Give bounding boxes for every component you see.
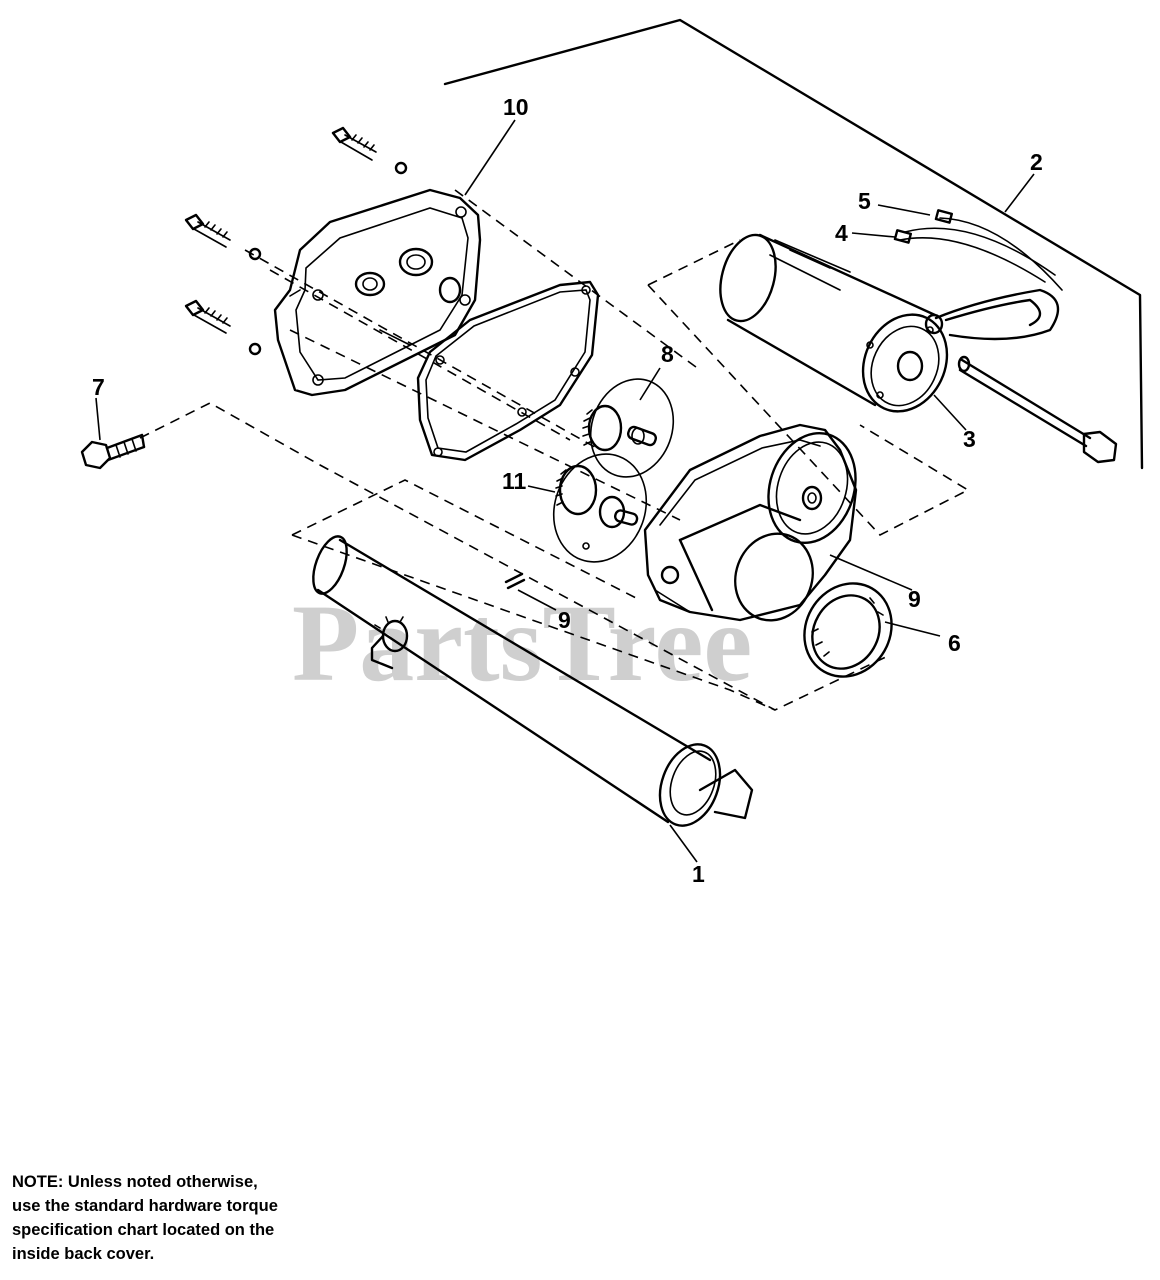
callout-labels: 10 2 5 4 8 11 9 9 6 3 7 1 <box>92 94 1043 887</box>
motor-3 <box>719 233 949 413</box>
gear-cover-10 <box>273 188 482 397</box>
callout-10: 10 <box>503 94 529 120</box>
note-line-4: inside back cover. <box>12 1245 155 1263</box>
gear-8 <box>582 378 675 478</box>
roll-pin-9 <box>504 572 526 590</box>
gasket <box>416 280 600 462</box>
bearing-ring-6 <box>803 582 893 678</box>
callout-5: 5 <box>858 188 871 214</box>
cover-screw-bottom <box>184 299 262 356</box>
callout-8: 8 <box>661 341 674 367</box>
callout-2: 2 <box>1030 149 1043 175</box>
callout-leaders <box>95 119 1035 863</box>
gear-housing <box>643 423 858 622</box>
callout-7: 7 <box>92 374 105 400</box>
cover-screw-top <box>331 126 408 175</box>
note-line-2: use the standard hardware torque <box>12 1197 278 1215</box>
alignment-guides <box>139 189 970 711</box>
cover-screw-middle <box>184 213 262 261</box>
callout-4: 4 <box>835 220 848 246</box>
torque-note: NOTE: Unless noted otherwise, use the st… <box>12 1170 372 1266</box>
callout-9-housing: 9 <box>908 586 921 612</box>
through-bolt <box>957 355 1118 464</box>
motor-leads <box>893 209 1063 341</box>
callout-11: 11 <box>502 468 527 494</box>
callout-1: 1 <box>692 861 705 887</box>
motor-assembly-bracket <box>443 18 1144 470</box>
callout-9-pin: 9 <box>558 607 571 633</box>
gear-11 <box>552 453 648 563</box>
callout-6: 6 <box>948 630 961 656</box>
callout-3: 3 <box>963 426 976 452</box>
watermark-text: PartsTree <box>292 582 752 704</box>
note-line-3: specification chart located on the <box>12 1221 275 1239</box>
note-line-1: NOTE: Unless noted otherwise, <box>12 1173 258 1191</box>
hex-bolt-7 <box>80 433 146 470</box>
roller-tube-1 <box>312 535 754 827</box>
